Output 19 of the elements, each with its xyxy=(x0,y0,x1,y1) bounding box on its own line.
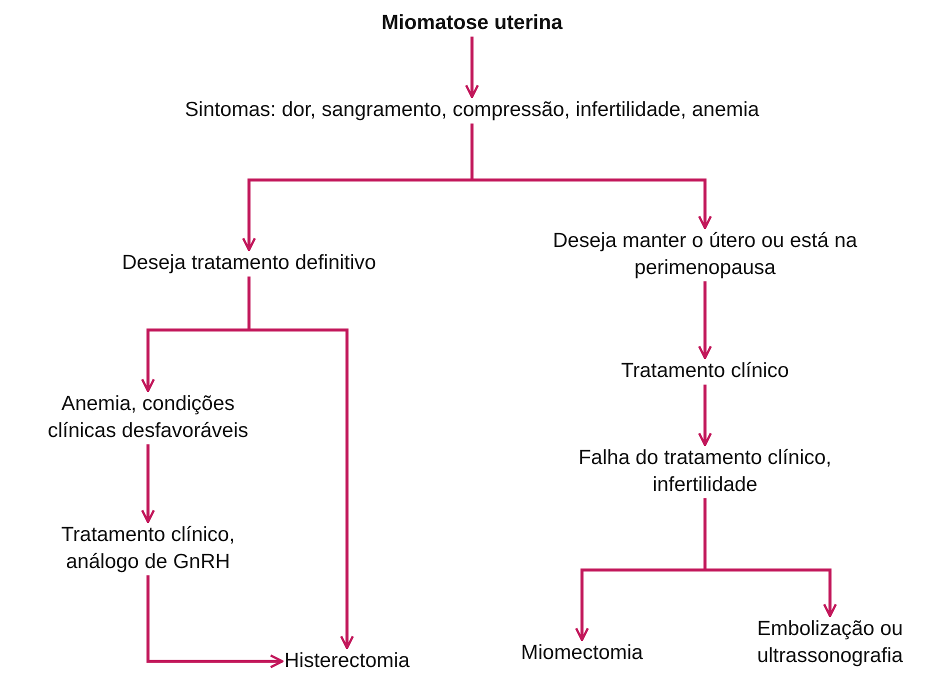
arrow xyxy=(141,444,155,524)
flow-step-text: Anemia, condições clínicas desfavoráveis xyxy=(28,391,268,444)
flow-step-text: Embolização ou ultrassonografia xyxy=(720,616,933,670)
arrow xyxy=(698,281,712,360)
arrow xyxy=(704,498,837,618)
arrow xyxy=(470,124,712,230)
arrow xyxy=(146,575,284,668)
flow-step-text: Tratamento clínico, análogo de GnRH xyxy=(38,522,258,576)
arrow xyxy=(465,36,479,98)
flow-step-text: Miomectomia xyxy=(521,640,643,667)
flow-step-text: Miomatose uterina xyxy=(381,10,563,37)
flow-step-text: Deseja manter o útero ou está na perimenopausa xyxy=(515,228,895,282)
arrow xyxy=(248,276,354,650)
flow-step-text: Falha do tratamento clínico, infertilidade xyxy=(555,445,855,498)
arrow xyxy=(698,384,712,446)
flow-step-text: Tratamento clínico xyxy=(621,358,789,385)
flow-step-text: Histerectomia xyxy=(284,648,410,675)
flow-step-text: Deseja tratamento definitivo xyxy=(122,250,376,277)
flow-step-text: Sintomas: dor, sangramento, compressão, infertilidade, anemia xyxy=(184,97,760,124)
